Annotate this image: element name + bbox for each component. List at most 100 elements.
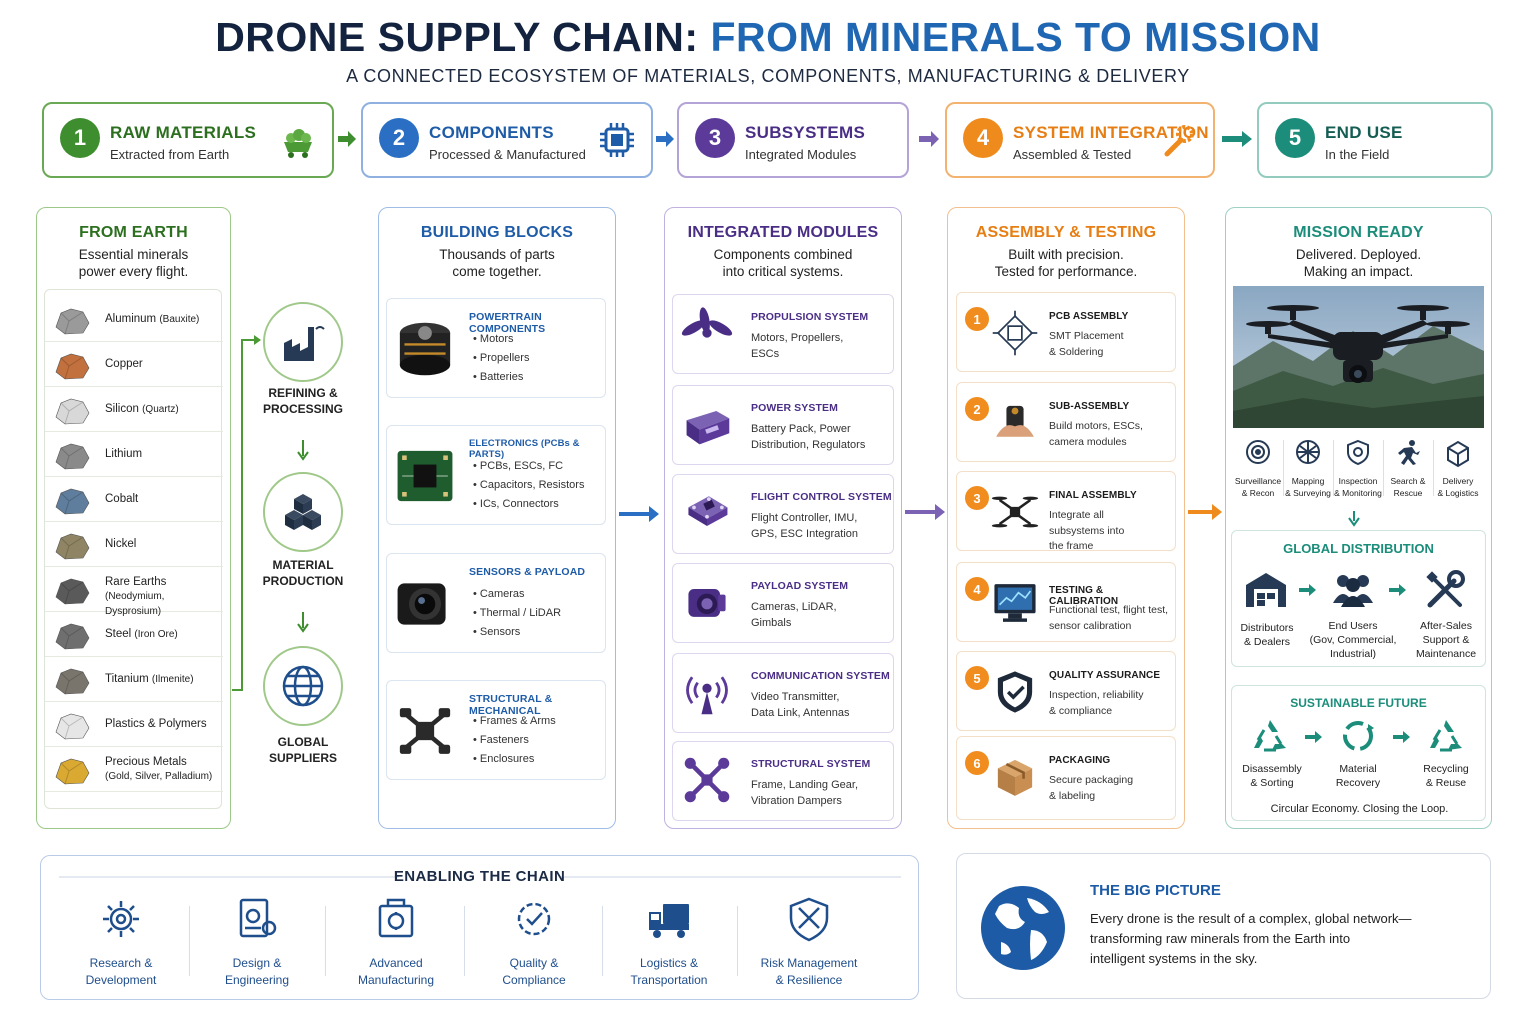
label-line: Support & xyxy=(1422,634,1470,646)
desc-line: & Soldering xyxy=(1049,345,1104,358)
mineral-note: (Quartz) xyxy=(142,404,179,415)
stage-components: 2 COMPONENTS Processed & Manufactured xyxy=(361,102,653,178)
desc-line: & compliance xyxy=(1049,704,1113,717)
desc-line: ESCs xyxy=(751,348,780,360)
text-line: transforming raw minerals from the Earth… xyxy=(1090,931,1351,946)
flight-controller-icon xyxy=(688,496,728,526)
enabling-item: Design &Engineering xyxy=(192,896,322,989)
arrow-right-icon xyxy=(1222,131,1252,147)
label-line: & Logistics xyxy=(1437,488,1479,498)
distribution-item: Distributors& Dealers xyxy=(1232,621,1302,649)
mineral-rock-icon xyxy=(55,623,90,650)
enabling-the-chain-panel: ENABLING THE CHAIN Research &Development… xyxy=(40,855,919,1000)
sustain-title: SUSTAINABLE FUTURE xyxy=(1290,696,1427,710)
tools-icon xyxy=(1426,570,1465,608)
label-line: Search & xyxy=(1390,476,1426,486)
label-line: Research & xyxy=(89,956,153,970)
desc-line: Distribution, Regulators xyxy=(751,439,866,451)
arrow-right-icon xyxy=(619,506,659,522)
sustain-item: Disassembly& Sorting xyxy=(1232,762,1312,790)
card-items: • Cameras• Thermal / LiDAR• Sensors xyxy=(473,585,561,642)
card-item-text: Propellers xyxy=(479,352,530,364)
step-title: PCB ASSEMBLY xyxy=(1049,311,1129,322)
panel-subtitle: Delivered. Deployed.Making an impact. xyxy=(1226,246,1491,280)
card-title: ELECTRONICS (PCBs & PARTS) xyxy=(469,438,580,460)
desc-line: Build motors, ESCs, xyxy=(1049,420,1143,432)
warehouse-icon xyxy=(1246,573,1286,607)
arrow-right-icon xyxy=(905,504,945,520)
mineral-rock-icon xyxy=(55,443,90,470)
mineral-rock-icon xyxy=(55,398,90,425)
big-picture-title: THE BIG PICTURE xyxy=(1090,882,1221,899)
card-item: • Sensors xyxy=(473,626,521,638)
desc-line: Integrate all xyxy=(1049,509,1104,521)
label-line: Inspection xyxy=(1338,476,1378,486)
step-number: 3 xyxy=(965,486,989,510)
quality-shield-icon xyxy=(997,671,1033,713)
mineral-name: Nickel xyxy=(105,538,137,550)
mineral-note: (Iron Ore) xyxy=(134,629,178,640)
stage-number: 5 xyxy=(1275,118,1315,158)
global-distribution-box: GLOBAL DISTRIBUTION Distributors& Dealer… xyxy=(1231,530,1486,667)
card-item-text: Thermal / LiDAR xyxy=(479,607,562,619)
component-card: STRUCTURAL & MECHANICAL• Frames & Arms• … xyxy=(386,680,606,780)
panel-title: ASSEMBLY & TESTING xyxy=(975,224,1157,241)
label-line: Transportation xyxy=(630,973,708,987)
process-line: GLOBAL xyxy=(277,735,329,749)
module-title: PAYLOAD SYSTEM xyxy=(751,580,849,592)
step-number: 5 xyxy=(965,666,989,690)
mineral-name: Steel xyxy=(105,628,132,640)
desc-line: Cameras, LiDAR, xyxy=(751,601,837,613)
card-item-text: PCBs, ESCs, FC xyxy=(479,460,564,472)
globe-icon xyxy=(263,646,343,726)
arrow-down-icon xyxy=(297,612,309,633)
card-item: • Motors xyxy=(473,333,514,345)
text-line: Every drone is the result of a complex, … xyxy=(1090,911,1412,926)
mapping-icon xyxy=(1296,440,1320,464)
mineral-row: Rare Earths(Neodymium, Dysprosium) xyxy=(45,568,223,617)
desc-line: Inspection, reliability xyxy=(1049,689,1144,701)
card-items: • PCBs, ESCs, FC• Capacitors, Resistors•… xyxy=(473,457,584,514)
drone-photo xyxy=(1233,286,1484,428)
card-item-text: Frames & Arms xyxy=(479,715,556,727)
card-item: • Propellers xyxy=(473,352,530,364)
mineral-name: Titanium xyxy=(105,673,149,685)
divider xyxy=(737,906,738,976)
enabling-item: Research &Development xyxy=(56,896,186,989)
label-line: Logistics & xyxy=(639,956,699,970)
panel-subtitle-line: power every flight. xyxy=(78,264,189,279)
panel-title: INTEGRATED MODULES xyxy=(687,224,879,241)
mineral-label: Copper xyxy=(105,357,143,371)
label-line: Industrial) xyxy=(1329,648,1377,660)
stage-system-integration: 4 SYSTEM INTEGRATION Assembled & Tested xyxy=(945,102,1215,178)
process-label-refining: REFINING &PROCESSING xyxy=(248,385,358,417)
mineral-label: Plastics & Polymers xyxy=(105,717,207,731)
stage-number: 2 xyxy=(379,118,419,158)
panel-subtitle-line: come together. xyxy=(452,264,542,279)
label-line: Engineering xyxy=(224,973,290,987)
arrow-right-icon xyxy=(919,131,939,147)
mineral-row: Titanium (Ilmenite) xyxy=(45,658,223,702)
panel-subtitle: Built with precision.Tested for performa… xyxy=(948,246,1184,280)
recycle-icon xyxy=(1254,720,1286,752)
module-title: STRUCTURAL SYSTEM xyxy=(751,758,871,770)
mineral-label: Titanium (Ilmenite) xyxy=(105,672,194,687)
final-assembly-drone-icon xyxy=(991,496,1039,528)
step-title: TESTING & CALIBRATION xyxy=(1049,585,1119,607)
mineral-name: Aluminum xyxy=(105,313,157,325)
process-line: PRODUCTION xyxy=(262,574,344,588)
big-picture-panel: THE BIG PICTURE Every drone is the resul… xyxy=(956,853,1491,999)
research-gear-icon xyxy=(103,901,139,937)
desc-line: Vibration Dampers xyxy=(751,795,842,807)
use-case-label: Delivery& Logistics xyxy=(1434,475,1482,499)
label-line: & Reuse xyxy=(1425,777,1467,789)
card-item: • Capacitors, Resistors xyxy=(473,479,585,491)
mineral-label: Precious Metals(Gold, Silver, Palladium) xyxy=(105,755,212,784)
label-line: Surveillance xyxy=(1234,476,1282,486)
